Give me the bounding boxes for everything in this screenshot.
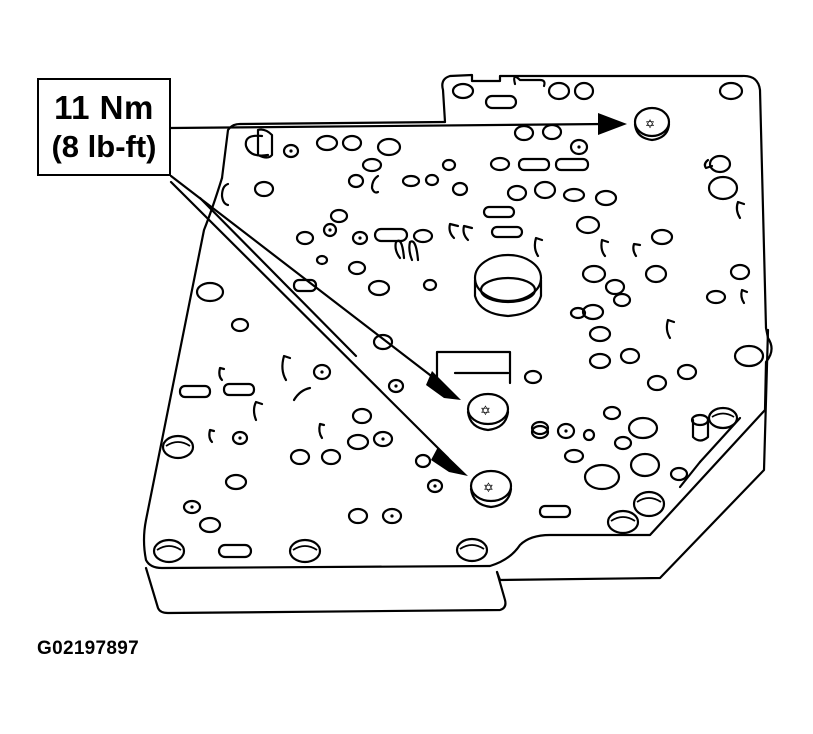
c-slots	[178, 158, 749, 444]
rect-pocket	[435, 350, 512, 385]
bolt-center-upper: ✡	[466, 392, 510, 432]
center-bore	[473, 253, 543, 318]
main-plate-outline	[142, 73, 773, 570]
lower-plate-outline	[144, 328, 770, 615]
bolt-center-lower: ✡	[469, 469, 513, 509]
figure-id: G02197897	[37, 638, 140, 659]
torque-value-metric: 11 Nm	[54, 89, 154, 126]
counterbored-holes	[152, 406, 739, 564]
torque-value-imperial: (8 lb-ft)	[51, 129, 157, 164]
bolt-top-right: ✡	[633, 106, 671, 142]
torque-callout-box: 11 Nm (8 lb-ft)	[37, 78, 171, 176]
leader-lines	[169, 113, 627, 476]
svg-text:✡: ✡	[483, 481, 494, 496]
svg-text:✡: ✡	[645, 117, 655, 131]
svg-text:✡: ✡	[480, 404, 491, 419]
port-holes	[182, 75, 765, 559]
